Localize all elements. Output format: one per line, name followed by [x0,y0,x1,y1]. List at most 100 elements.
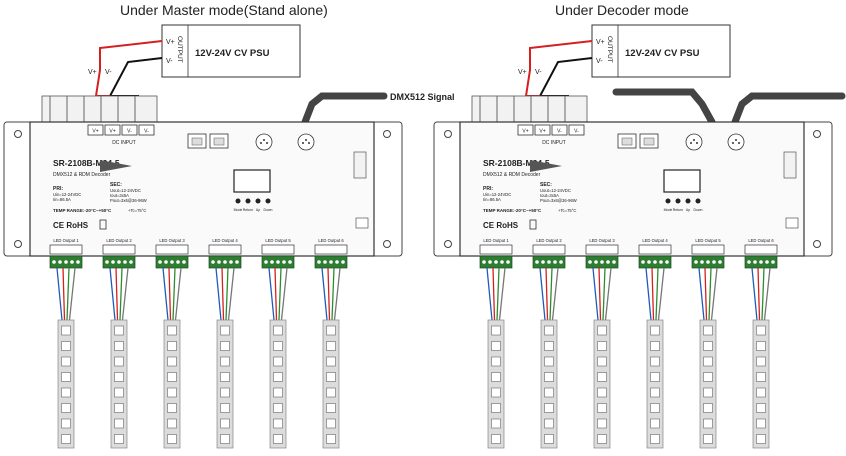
led-strip [646,319,664,449]
led-chip [703,418,713,429]
output-wire [268,267,275,321]
output-wire [645,267,652,321]
led-chip [491,434,501,444]
led-chip [220,341,230,351]
dc-terminal-label: V+ [522,129,528,135]
led-output-label: LED Output 3 [159,238,185,243]
output-wire [545,267,549,321]
dc-terminal-label: V- [557,129,562,135]
xlr-pin [696,142,698,144]
led-chip [114,325,124,336]
psu-box [591,24,731,78]
sec-line: Uout=12-24VDC [110,188,141,193]
dc-terminal [121,124,138,136]
led-chip [114,403,124,413]
output-wire [225,267,229,321]
led-chip [61,341,71,351]
led-chip [273,372,283,382]
terminal-screw [341,260,345,264]
sec-line: Iout=3x5A [540,193,559,198]
terminal-screw [588,260,592,264]
pri-line: Uin=12-24VDC [483,192,511,197]
led-chip [597,325,607,336]
psu-v-plus: V+ [596,39,605,46]
terminal-screw [706,260,710,264]
control-button [685,198,691,204]
led-chip [544,325,554,336]
led-chip [597,434,607,444]
led-chip [220,325,230,336]
tc-rating: +Tc=75°C [128,208,146,213]
control-button-label: Down [694,208,703,212]
led-chip [544,418,554,429]
control-button [675,198,681,204]
led-chip [544,341,554,351]
psu-label: 12V-24V CV PSU [625,48,700,59]
output-wire [172,267,176,321]
rj45-socket [213,137,225,146]
led-chip [703,403,713,413]
output-wire [486,267,493,321]
terminal-screw [229,260,233,264]
led-chip [491,325,501,336]
xlr-pin [308,142,310,144]
logo-arrow [100,160,132,172]
output-terminal [261,244,295,255]
psu-box [161,24,301,78]
led-chip [114,341,124,351]
led-chip [756,341,766,351]
terminal-screw [158,260,162,264]
psu-label: 12V-24V CV PSU [195,48,270,59]
led-chip [326,387,336,398]
rj45-socket [191,137,203,146]
led-chip [273,403,283,413]
output-wire [598,267,602,321]
led-chip [756,356,766,367]
xlr-connector [297,133,315,151]
led-chip [491,372,501,382]
led-strip [540,319,558,449]
terminal-screw [170,260,174,264]
led-chip [167,325,177,336]
control-button-label: Return [243,208,254,212]
output-wire [604,267,612,321]
led-chip [273,325,283,336]
led-output-label: LED Output 2 [536,238,562,243]
led-chip [491,418,501,429]
led-chip [703,325,713,336]
output-terminal [155,244,189,255]
led-chip [597,403,607,413]
temp-range: TEMP RANGE:-20°C~+50°C [53,208,112,213]
terminal-screw [659,260,663,264]
dc-input-label: DC INPUT [112,140,136,146]
terminal-screw [506,260,510,264]
pri-line: Iin=86.5A [53,197,71,202]
output-wire [121,267,129,321]
led-chip [114,372,124,382]
led-chip [61,403,71,413]
model-subtitle: DMX512 & RDM Decoder [53,172,111,178]
dc-terminal-label: V- [574,129,579,135]
terminal-screw [211,260,215,264]
output-wire [492,267,496,321]
led-chip [61,325,71,336]
master-mode-title: Under Master mode(Stand alone) [120,2,328,18]
led-output-label: LED Output 3 [589,238,615,243]
led-strip [216,319,234,449]
output-terminal [102,244,136,255]
led-chip [597,356,607,367]
terminal-screw [482,260,486,264]
terminal-screw [641,260,645,264]
mount-hole [444,130,452,138]
terminal-screw [765,260,769,264]
terminal-screw [288,260,292,264]
control-button [665,198,671,204]
dc-terminal-label: V- [127,129,132,135]
output-terminal [585,244,619,255]
led-chip [114,418,124,429]
mount-hole [14,240,22,248]
led-strip [752,319,770,449]
terminal-screw [606,260,610,264]
output-terminal [532,244,566,255]
led-strip [593,319,611,449]
